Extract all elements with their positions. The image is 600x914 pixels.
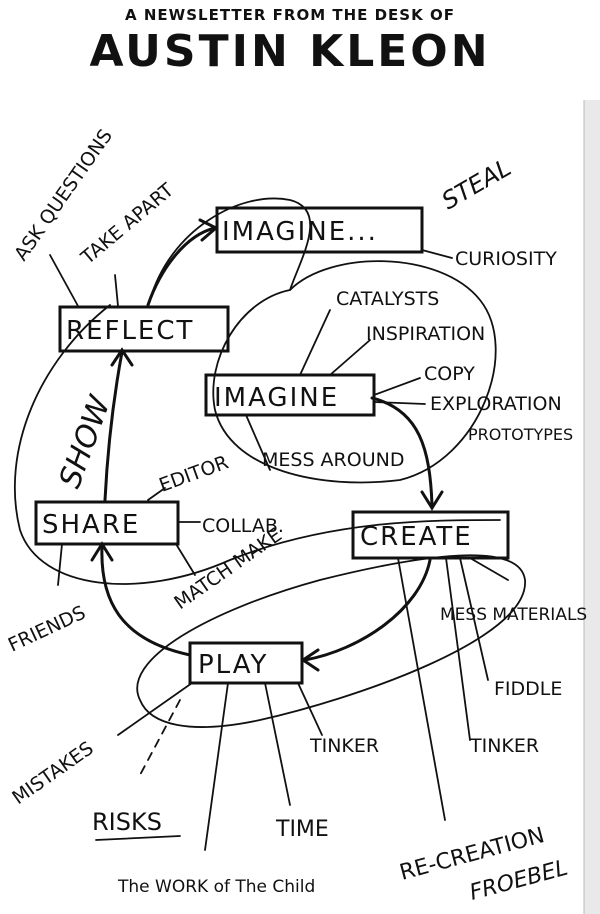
spoke-work	[204, 682, 229, 851]
spoke-time	[264, 682, 291, 806]
box-imagine-top	[215, 206, 424, 254]
arrowhead-play	[300, 648, 320, 672]
label-mistakes: MISTAKES	[8, 737, 97, 809]
box-reflect	[58, 305, 230, 353]
box-share	[34, 500, 180, 546]
arrowhead-create	[420, 490, 444, 511]
paper-edge	[584, 100, 600, 914]
node-play: PLAY	[198, 650, 268, 680]
node-imagine: IMAGINE	[214, 383, 339, 413]
arrowhead-imagine	[198, 218, 219, 242]
label-time: TIME	[275, 817, 329, 842]
spoke-tinker-r	[445, 557, 471, 741]
label-friends: FRIENDS	[5, 602, 89, 657]
label-mess-materials: MESS MATERIALS	[440, 605, 587, 625]
spoke-ask	[49, 254, 79, 307]
label-inspiration: INSPIRATION	[366, 323, 485, 345]
label-copy: COPY	[424, 363, 475, 385]
arrow-play-to-share	[100, 544, 192, 657]
newsletter-subtitle: A NEWSLETTER FROM THE DESK OF	[125, 6, 455, 24]
spoke-exploration	[373, 401, 426, 405]
spoke-editor	[147, 487, 166, 501]
node-reflect: REFLECT	[66, 316, 194, 346]
header: A NEWSLETTER FROM THE DESK OF AUSTIN KLE…	[0, 0, 600, 100]
spoke-inspiration	[329, 339, 371, 376]
label-exploration: EXPLORATION	[430, 393, 562, 415]
label-risks: RISKS	[92, 808, 162, 836]
loop-play	[136, 554, 526, 728]
spoke-tinker	[297, 682, 323, 736]
label-take-apart: TAKE APART	[76, 179, 178, 270]
sketch-diagram: IMAGINE... REFLECT IMAGINE SHARE CREATE …	[0, 100, 600, 914]
box-create	[351, 510, 510, 560]
newsletter-title: AUSTIN KLEON	[89, 26, 491, 77]
spoke-friends	[57, 543, 63, 586]
spoke-curiosity	[421, 249, 453, 259]
spoke-fiddle	[459, 557, 489, 681]
node-create: CREATE	[360, 522, 473, 552]
diagram-svg: IMAGINE... REFLECT IMAGINE SHARE CREATE …	[5, 100, 600, 914]
box-play	[188, 641, 304, 685]
label-catalysts: CATALYSTS	[336, 288, 439, 310]
label-work-of-child: The WORK of The Child	[117, 877, 315, 897]
label-steal: STEAL	[437, 154, 516, 216]
spoke-catalysts	[299, 309, 331, 376]
arrow-reflect-to-imagine	[146, 226, 217, 307]
label-prototypes: PROTOTYPES	[468, 425, 573, 444]
spoke-mess-mat	[469, 557, 509, 581]
spoke-mistakes	[117, 682, 193, 736]
label-tinker: TINKER	[309, 735, 379, 757]
spoke-copy	[373, 377, 421, 396]
spoke-recreation	[397, 557, 446, 821]
arrow-share-to-reflect	[103, 350, 124, 502]
arrowhead-reflect	[110, 347, 134, 367]
node-imagine-top: IMAGINE...	[222, 217, 378, 247]
label-mess-around: MESS AROUND	[262, 449, 404, 471]
label-match-make: MATCH MAKE	[170, 524, 286, 614]
spoke-risks	[139, 699, 181, 776]
spoke-match	[175, 543, 196, 576]
spoke-mess	[245, 414, 271, 471]
risks-underline	[95, 835, 181, 841]
spoke-take	[114, 274, 119, 307]
label-tinker-right: TINKER	[469, 735, 539, 757]
label-fiddle: FIDDLE	[494, 678, 562, 700]
label-editor: EDITOR	[156, 451, 231, 496]
loop-top	[149, 197, 311, 301]
loop-outer-left	[13, 304, 501, 585]
label-collab: COLLAB.	[202, 515, 284, 537]
label-curiosity: CURIOSITY	[455, 248, 557, 270]
arrowhead-share	[90, 541, 114, 562]
arrow-create-to-play	[303, 558, 432, 662]
node-share: SHARE	[42, 510, 140, 540]
